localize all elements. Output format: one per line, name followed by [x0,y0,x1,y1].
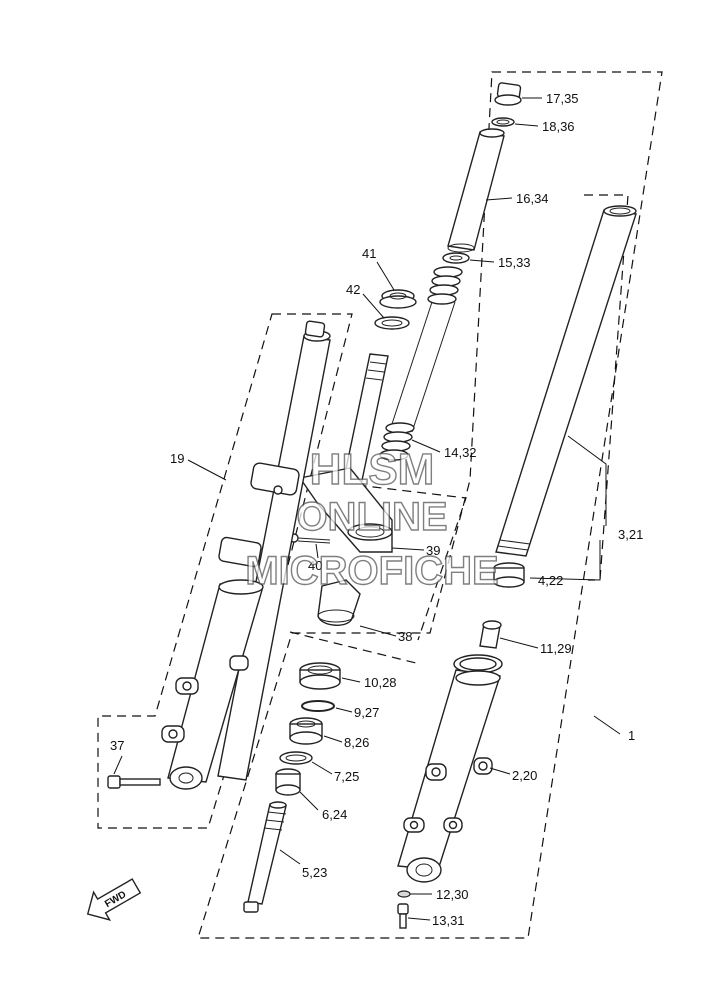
gasket-12 [397,890,411,898]
damper-rod-5 [243,801,287,913]
label-39: 39 [426,543,440,558]
under-bracket-39 [298,467,393,553]
inner-tube-3 [495,205,637,557]
label-40: 40 [308,558,322,573]
group-outline-bracket [297,477,467,641]
oil-lock-11 [479,620,502,649]
label-7-25: 7,25 [334,769,359,784]
label-3-21: 3,21 [618,527,643,542]
watermark-line-2: ONLINE [296,495,447,539]
oil-seal-10 [299,662,341,690]
label-13-31: 13,31 [432,913,465,928]
clip-9 [301,700,335,712]
cap-bolt-17 [494,82,522,106]
label-9-27: 9,27 [354,705,379,720]
label-12-30: 12,30 [436,887,469,902]
fwd-arrow-icon: FWD [86,878,142,921]
o-ring-18 [491,117,515,127]
washer-7 [279,751,313,765]
label-6-24: 6,24 [322,807,347,822]
leader-lines [113,97,621,921]
label-14-32: 14,32 [444,445,477,460]
label-11-29: 11,29 [540,641,572,656]
watermark-line-3: MICROFICHE [245,549,498,593]
spacer-16 [447,128,505,253]
washer-15 [442,252,470,264]
group-outline-main-fork [197,71,663,939]
dust-seal-8 [289,717,323,745]
label-2-20: 2,20 [512,768,537,783]
group-outline-left-fork [97,313,353,829]
label-37: 37 [110,738,124,753]
left-fork-19 [161,320,331,790]
label-10-28: 10,28 [364,675,397,690]
bolt-13 [397,903,409,929]
bearing-41 [379,289,417,309]
watermark-line-1: HLSM [310,445,435,494]
label-5-23: 5,23 [302,865,327,880]
ring-6 [275,768,301,796]
label-17-35: 17,35 [546,91,579,106]
outer-tube-2 [397,654,503,883]
label-16-34: 16,34 [516,191,549,206]
label-8-26: 8,26 [344,735,369,750]
fork-spring-14 [379,422,415,461]
label-42: 42 [346,282,360,297]
label-38: 38 [398,629,412,644]
bolt-37 [107,775,161,789]
label-18-36: 18,36 [542,119,575,134]
label-1: 1 [628,728,635,743]
cover-38 [317,579,361,626]
race-42 [374,316,410,330]
label-19: 19 [170,451,184,466]
bushing-4 [493,562,525,588]
label-15-33: 15,33 [498,255,531,270]
label-4-22: 4,22 [538,573,563,588]
fork-spring-upper [427,266,463,305]
watermark: HLSM ONLINE MICROFICHE [245,444,500,593]
group-outline-damper [289,631,421,665]
label-41: 41 [362,246,376,261]
